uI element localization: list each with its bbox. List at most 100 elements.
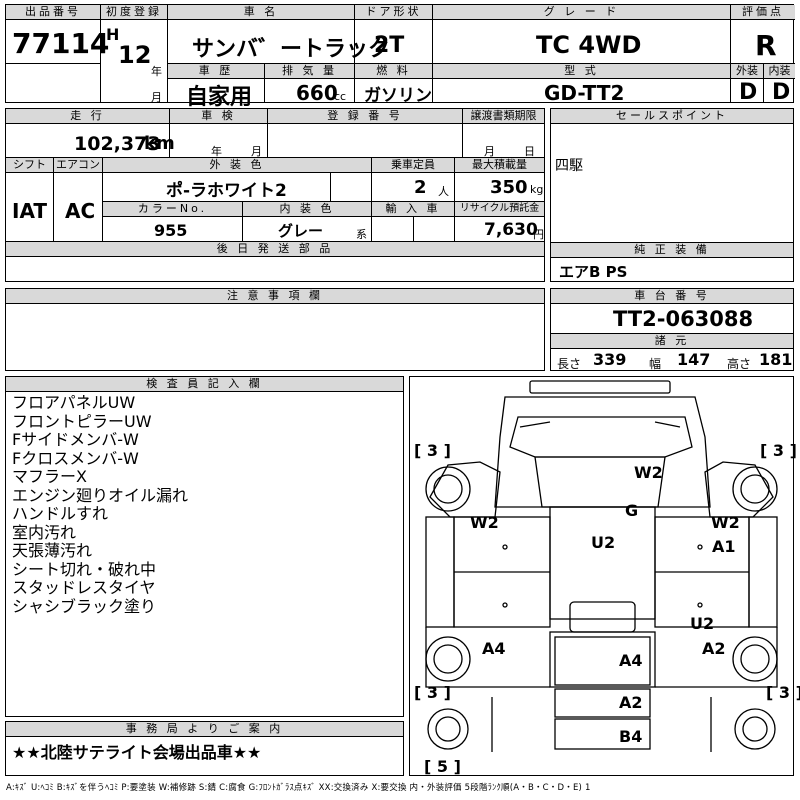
score-label: 評価点	[731, 5, 795, 20]
inspector-line: スタッドレスタイヤ	[12, 578, 156, 597]
ac-label: エアコン	[54, 158, 102, 173]
fuel-label: 燃 料	[355, 64, 432, 79]
height-label: 高さ	[727, 357, 752, 371]
load: 350	[490, 177, 528, 198]
inspector-line: フロントピラーUW	[12, 411, 152, 431]
length: 339	[593, 350, 627, 369]
inspector-line: シート切れ・破れ中	[12, 559, 157, 579]
tire-mark: [ 3 ]	[414, 683, 451, 702]
history-label: 車 歴	[168, 64, 264, 79]
mileage-unit: km	[144, 133, 175, 154]
dims-label: 諸 元	[551, 334, 793, 349]
sales-point: 四駆	[555, 158, 583, 174]
inspector-line: 天張薄汚れ	[12, 541, 93, 560]
load-unit: kg	[530, 183, 544, 196]
damage-mark: A2	[619, 693, 643, 712]
lot-number: 77114	[12, 27, 110, 60]
width-label: 幅	[649, 357, 662, 371]
transfer-label: 譲渡書類期限	[463, 109, 544, 124]
tire-mark: [ 3 ]	[414, 441, 451, 460]
inspector-panel: 検 査 員 記 入 欄 フロアパネルUW フロントピラーUW Fサイドメンバ-W…	[5, 376, 404, 717]
mileage-label: 走 行	[6, 109, 169, 124]
color-label: 外 装 色	[103, 158, 371, 173]
height: 181	[759, 350, 793, 369]
chassis-panel: 車 台 番 号 TT2-063088 諸 元 長さ 339 幅 147 高さ 1…	[550, 288, 794, 371]
color-no: 955	[154, 221, 188, 240]
door-label: ドア形状	[355, 5, 432, 20]
import-label: 輸 入 車	[372, 202, 454, 217]
grade: TC 4WD	[536, 31, 642, 59]
exterior-label: 外装	[731, 64, 763, 79]
capacity: 2	[414, 177, 427, 198]
inspection-year: 年	[211, 145, 222, 158]
damage-mark: A4	[619, 651, 643, 670]
displacement: 660	[296, 81, 338, 105]
displacement-unit: cc	[334, 90, 347, 103]
office-text: ★★北陸サテライト会場出品車★★	[12, 743, 262, 762]
lot-cell: 出品番号 77114	[6, 5, 109, 63]
color: ポ-ラホワイト2	[166, 181, 287, 201]
door: 2T	[374, 33, 405, 58]
recycle-unit: 円	[533, 228, 544, 241]
model: GD-TT2	[544, 81, 625, 105]
inspection-month: 月	[251, 145, 262, 158]
inspector-line: マフラーX	[12, 467, 87, 486]
tire-mark: [ 3 ]	[766, 683, 800, 702]
car-name-label: 車 名	[168, 5, 354, 20]
month-unit: 月	[151, 91, 162, 104]
year-unit: 年	[151, 65, 162, 78]
damage-mark: B4	[619, 727, 643, 746]
equipment-label: 純 正 装 備	[551, 243, 793, 258]
era: H	[106, 25, 120, 44]
mileage: 102,373	[74, 133, 161, 155]
displacement-label: 排 気 量	[265, 64, 354, 79]
inspector-line: Fクロスメンバ-W	[12, 448, 139, 468]
damage-mark: U2	[690, 614, 715, 633]
delivery-label: 後 日 発 送 部 品	[6, 242, 544, 257]
transfer-month: 月	[484, 145, 495, 158]
capacity-unit: 人	[438, 185, 449, 198]
damage-mark: A2	[702, 639, 726, 658]
damage-mark: W2	[711, 513, 740, 532]
recycle: 7,630	[484, 220, 538, 240]
office-label: 事 務 局 よ り ご 案 内	[6, 722, 403, 737]
reg-label: 初度登録	[101, 5, 167, 20]
inspector-line: シャシブラック塗り	[12, 596, 157, 616]
inspector-line: 室内汚れ	[12, 522, 77, 542]
model-label: 型 式	[433, 64, 730, 79]
inspector-line: ハンドルすれ	[12, 504, 109, 523]
length-label: 長さ	[557, 357, 582, 371]
damage-mark: W2	[634, 463, 663, 482]
condition-diagram: [ 3 ] [ 3 ] [ 3 ] [ 3 ] [ 5 ] W2 G W2 W2…	[409, 376, 800, 776]
inspector-line: エンジン廻りオイル漏れ	[12, 485, 189, 505]
color-no-label: カラーNo.	[103, 202, 242, 217]
tire-mark: [ 5 ]	[424, 757, 461, 776]
inspector-line: Fサイドメンバ-W	[12, 430, 139, 449]
interior-color: グレー	[278, 222, 324, 240]
header-panel: 出品番号 77114 初度登録 H 12 年 月 車 名 サンバ゛ートラック 車…	[5, 4, 795, 110]
car-outline-diagram	[425, 380, 778, 752]
equipment: エアB PS	[559, 263, 628, 281]
notes-label: 注 意 事 項 欄	[6, 289, 544, 304]
width: 147	[677, 350, 711, 369]
inspection-label: 車 検	[170, 109, 267, 124]
office-panel: 事 務 局 よ り ご 案 内 ★★北陸サテライト会場出品車★★	[5, 721, 404, 776]
interior-color-unit: 系	[356, 228, 367, 241]
sales-panel: セールスポイント 四駆 純 正 装 備 エアB PS	[550, 108, 794, 282]
reg-year: 12	[118, 41, 152, 69]
chassis-number: TT2-063088	[613, 307, 754, 331]
interior-score: D	[772, 80, 791, 105]
ac: AC	[65, 199, 96, 223]
sales-label: セールスポイント	[551, 109, 793, 124]
recycle-label: リサイクル預託金	[455, 202, 544, 217]
exterior-score: D	[739, 80, 758, 105]
damage-mark: A4	[482, 639, 506, 658]
load-label: 最大積載量	[455, 158, 544, 173]
tire-mark: [ 3 ]	[760, 441, 797, 460]
plate-label: 登 録 番 号	[268, 109, 462, 124]
legend-text: A:ｷｽﾞ U:ﾍｺﾐ B:ｷｽﾞを伴うﾍｺﾐ P:要塗装 W:補修跡 S:錆 …	[6, 783, 591, 793]
transfer-day: 日	[524, 145, 535, 158]
spec-panel: 走 行 102,373 km 車 検 年 月 登 録 番 号 譲渡書類期限 月 …	[5, 108, 545, 282]
damage-mark: G	[625, 501, 639, 520]
lot-label: 出品番号	[6, 5, 100, 20]
